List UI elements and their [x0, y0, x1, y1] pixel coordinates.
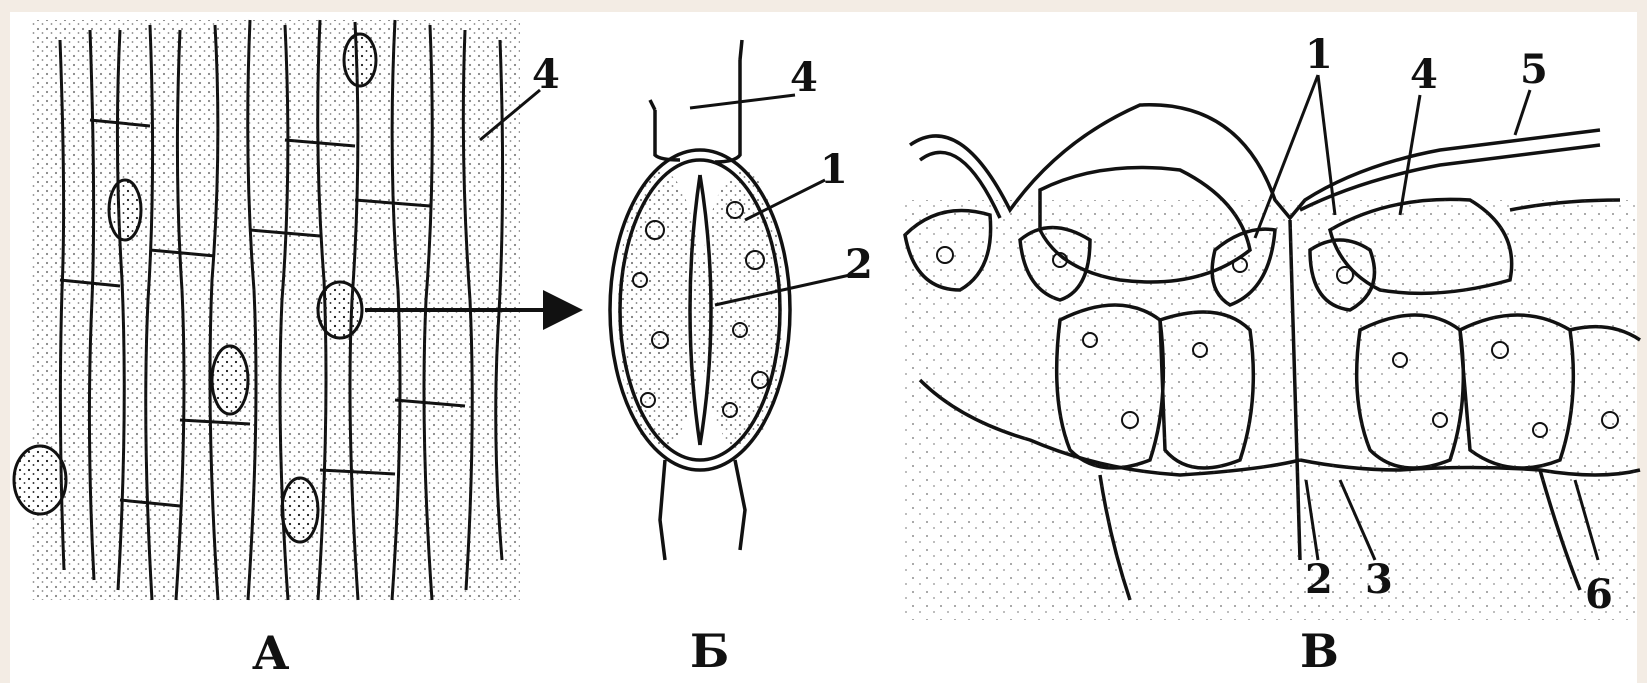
panel-a-label-4: 4	[532, 55, 560, 95]
panel-v-label-4: 4	[1410, 55, 1438, 95]
panel-v-label-5: 5	[1520, 50, 1548, 90]
panel-v-label-3: 3	[1365, 560, 1393, 600]
panel-v-label-1: 1	[1305, 35, 1333, 75]
panel-b-letter: Б	[690, 628, 729, 674]
panel-v-letter: В	[1300, 628, 1339, 674]
panel-v-label-6: 6	[1585, 575, 1613, 615]
panel-b-label-1: 1	[820, 150, 848, 190]
panel-v-stippling	[900, 200, 1640, 620]
panel-a-letter: А	[252, 630, 289, 676]
panel-b-label-2: 2	[845, 245, 873, 285]
panel-b-guard-cell-left	[618, 170, 702, 450]
panel-v-label-2: 2	[1305, 560, 1333, 600]
panel-b-label-4: 4	[790, 58, 818, 98]
